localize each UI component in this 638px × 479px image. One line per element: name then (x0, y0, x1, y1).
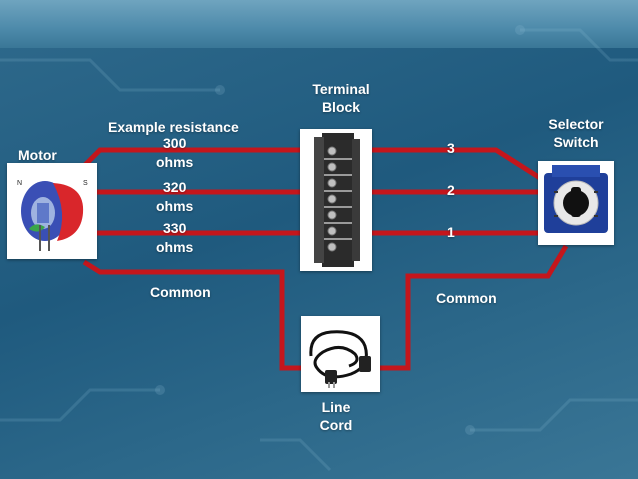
wire-common-right (380, 244, 569, 371)
resistance-320-value: 320 (163, 179, 187, 195)
resistance-300-unit: ohms (156, 154, 194, 170)
terminal-block-label-line2: Block (321, 99, 361, 115)
position-3-label: 3 (447, 140, 455, 156)
resistance-300-value: 300 (163, 135, 187, 151)
wire-3 (82, 147, 542, 181)
line-cord-image (301, 316, 380, 392)
motor-pole-n-label: N (17, 180, 22, 187)
resistance-330-value: 330 (163, 220, 187, 236)
resistance-330-unit: ohms (156, 239, 194, 255)
terminal-block-image (300, 129, 372, 271)
selector-switch-label-line1: Selector (548, 116, 604, 132)
line-cord-label-line1: Line (321, 399, 351, 415)
motor-pole-s-label: S (83, 180, 88, 187)
motor-label: Motor (18, 147, 57, 163)
resistance-320-unit: ohms (156, 198, 194, 214)
selector-switch-label-line2: Switch (553, 134, 599, 150)
wire-common-left (82, 259, 304, 371)
line-cord-label-line2: Cord (319, 417, 353, 433)
position-2-label: 2 (447, 182, 455, 198)
position-1-label: 1 (447, 224, 455, 240)
terminal-block-label-line1: Terminal (312, 81, 370, 97)
motor-image: N S (7, 163, 97, 259)
common-left-label: Common (150, 284, 211, 300)
selector-switch-image (538, 161, 614, 245)
header-band (0, 0, 638, 48)
example-resistance-label: Example resistance (108, 119, 239, 135)
common-right-label: Common (436, 290, 497, 306)
